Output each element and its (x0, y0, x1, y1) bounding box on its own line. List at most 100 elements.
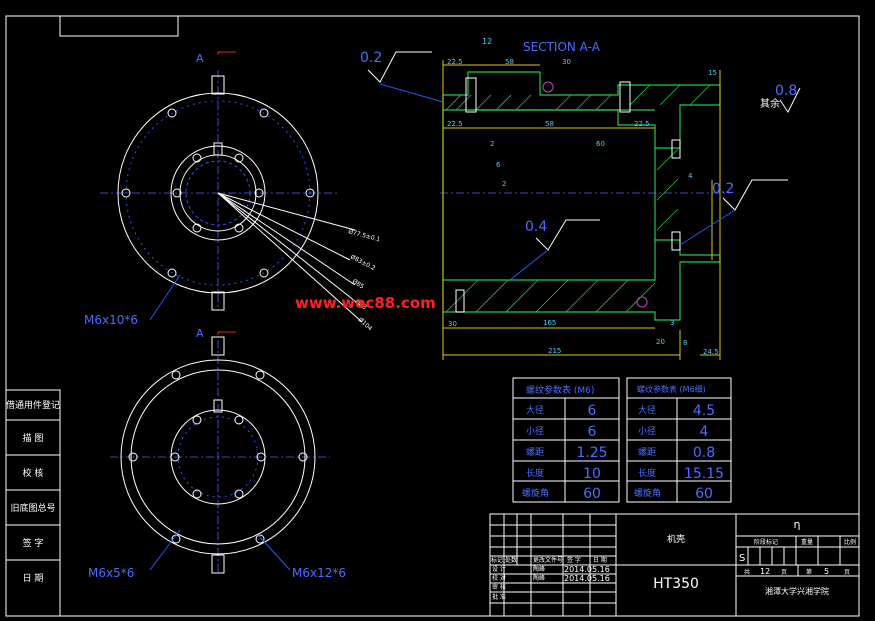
rev-header-3: 签 字 (567, 556, 581, 564)
dim-12: 12 (482, 37, 492, 46)
section-title: SECTION A-A (523, 40, 601, 54)
material: HT350 (653, 576, 699, 592)
dim-22-5b: 22.5 (447, 120, 463, 128)
roughness-top-left: 0.2 (360, 50, 382, 66)
sheet-total-label: 共 (744, 568, 750, 576)
t2-label-2: 螺距 (638, 447, 656, 458)
dim-165: 165 (543, 319, 556, 327)
dim-6: 6 (496, 161, 501, 169)
t2-label-1: 小径 (638, 425, 656, 437)
view-label-a-bottom: A (196, 327, 204, 340)
dia-note-1: Ø83±0.2 (349, 254, 376, 273)
sign-role-1: 校 对 (492, 574, 506, 582)
dim-3: 3 (670, 319, 674, 327)
drawing-no: η (794, 518, 801, 531)
dim-2b: 2 (502, 180, 506, 188)
sign-name-1: 陶峰 (533, 574, 545, 582)
sheet-no-label: 第 (806, 568, 812, 576)
watermark: www.woc88.com (295, 294, 436, 312)
dia-note-0: Ø77.5±0.1 (347, 228, 381, 243)
dim-30: 30 (562, 58, 571, 66)
dim-22-5c: 22.5 (634, 120, 650, 128)
roughness-general: 0.8 (775, 83, 797, 99)
dim-22-5a: 22.5 (447, 58, 463, 66)
thread-table-2: 螺纹参数表 (M6细) 大径 4.5 小径 4 螺距 0.8 长度 15.15 … (626, 377, 732, 503)
t2-label-0: 大径 (638, 404, 656, 416)
rev-header-1: 处数 (505, 556, 517, 564)
t1-value-2: 1.25 (576, 445, 607, 461)
callout-bottom-right: M6x12*6 (292, 566, 346, 580)
top-end-view: Ø77.5±0.1 Ø83±0.2 Ø85 Ø93 Ø104 A M6x10*6 (84, 51, 381, 332)
t1-value-0: 6 (588, 403, 597, 419)
sign-name-0: 陶峰 (533, 565, 545, 573)
thread-table-1: 螺纹参数表 (M6) 大径 6 小径 6 螺距 1.25 长度 10 螺旋角 6… (512, 377, 620, 503)
top-left-code-box (59, 15, 179, 37)
left-sidebar: 借通用件登记 描 图 校 核 旧底图总号 签 字 日 期 (5, 389, 61, 617)
sign-role-2: 审 核 (492, 583, 506, 591)
dim-20: 20 (656, 338, 665, 346)
t1-value-3: 10 (583, 466, 601, 482)
sidebar-label-1: 描 图 (23, 432, 44, 444)
roughness-general-note: 其余 (760, 97, 780, 110)
t2-label-4: 螺旋角 (634, 487, 661, 499)
section-hole-bottom (636, 296, 648, 308)
t1-label-1: 小径 (526, 425, 544, 437)
title-block: 标记 处数 更改文件号 签 字 日 期 设 计 陶峰 2014.05.16 校 … (489, 513, 860, 617)
sign-date-1: 2014.05.16 (564, 574, 610, 583)
drawing-border (5, 15, 860, 617)
thread-table-2-header: 螺纹参数表 (M6细) (637, 384, 706, 394)
dim-30b: 30 (448, 320, 457, 328)
t2-value-3: 15.15 (684, 466, 724, 482)
col-label-2: 比例 (844, 538, 856, 546)
view-label-a-top: A (196, 52, 204, 65)
rev-header-2: 更改文件号 (533, 556, 563, 564)
roughness-inner: 0.4 (525, 219, 547, 235)
section-hole-top (542, 81, 554, 93)
dim-24-5: 24.5 (703, 348, 719, 356)
t2-value-4: 60 (695, 486, 713, 502)
dia-note-2: Ø85 (351, 278, 365, 291)
sheet-unit-2: 页 (844, 569, 850, 576)
thread-table-1-header: 螺纹参数表 (M6) (526, 384, 594, 396)
dim-4: 4 (688, 172, 693, 180)
sheet-total: 12 (760, 567, 770, 576)
dim-58b: 58 (545, 120, 554, 128)
dim-58a: 58 (505, 58, 514, 66)
t1-label-0: 大径 (526, 404, 544, 416)
sidebar-label-3: 旧底图总号 (10, 502, 55, 514)
school-name: 湘潭大学兴湘学院 (765, 586, 829, 596)
sign-role-0: 设 计 (492, 565, 506, 573)
rev-header-4: 日 期 (593, 556, 607, 564)
dia-note-4: Ø104 (357, 316, 374, 332)
sign-role-3: 批 准 (492, 593, 506, 601)
dim-2: 2 (490, 140, 494, 148)
callout-bottom-left: M6x5*6 (88, 566, 134, 580)
t1-value-1: 6 (588, 424, 597, 440)
roughness-right: 0.2 (712, 181, 734, 197)
t2-label-3: 长度 (638, 467, 656, 479)
stage-mark: S (739, 553, 745, 564)
rev-header-0: 标记 (491, 556, 503, 564)
section-hatching (445, 84, 711, 313)
t1-value-4: 60 (583, 486, 601, 502)
bottom-end-view: A M6x5*6 M6x12*6 (88, 327, 346, 580)
sidebar-label-2: 校 核 (23, 467, 44, 479)
sidebar-label-5: 日 期 (23, 573, 44, 584)
t2-value-0: 4.5 (693, 403, 715, 419)
sidebar-label-4: 签 字 (23, 537, 44, 549)
dim-15: 15 (708, 69, 717, 77)
t1-label-3: 长度 (526, 467, 544, 479)
part-name: 机壳 (667, 533, 685, 545)
sidebar-label-0: 借通用件登记 (6, 399, 60, 411)
section-view: SECTION A-A (360, 37, 801, 360)
col-label-1: 重量 (801, 538, 813, 546)
sheet-unit-1: 页 (781, 569, 787, 576)
sheet-no: 5 (824, 567, 829, 576)
col-label-0: 阶段标记 (754, 538, 778, 546)
callout-top-holes: M6x10*6 (84, 313, 138, 327)
t2-value-1: 4 (700, 424, 709, 440)
dim-215: 215 (548, 347, 561, 355)
dim-60: 60 (596, 140, 605, 148)
dim-8: 8 (683, 339, 687, 347)
